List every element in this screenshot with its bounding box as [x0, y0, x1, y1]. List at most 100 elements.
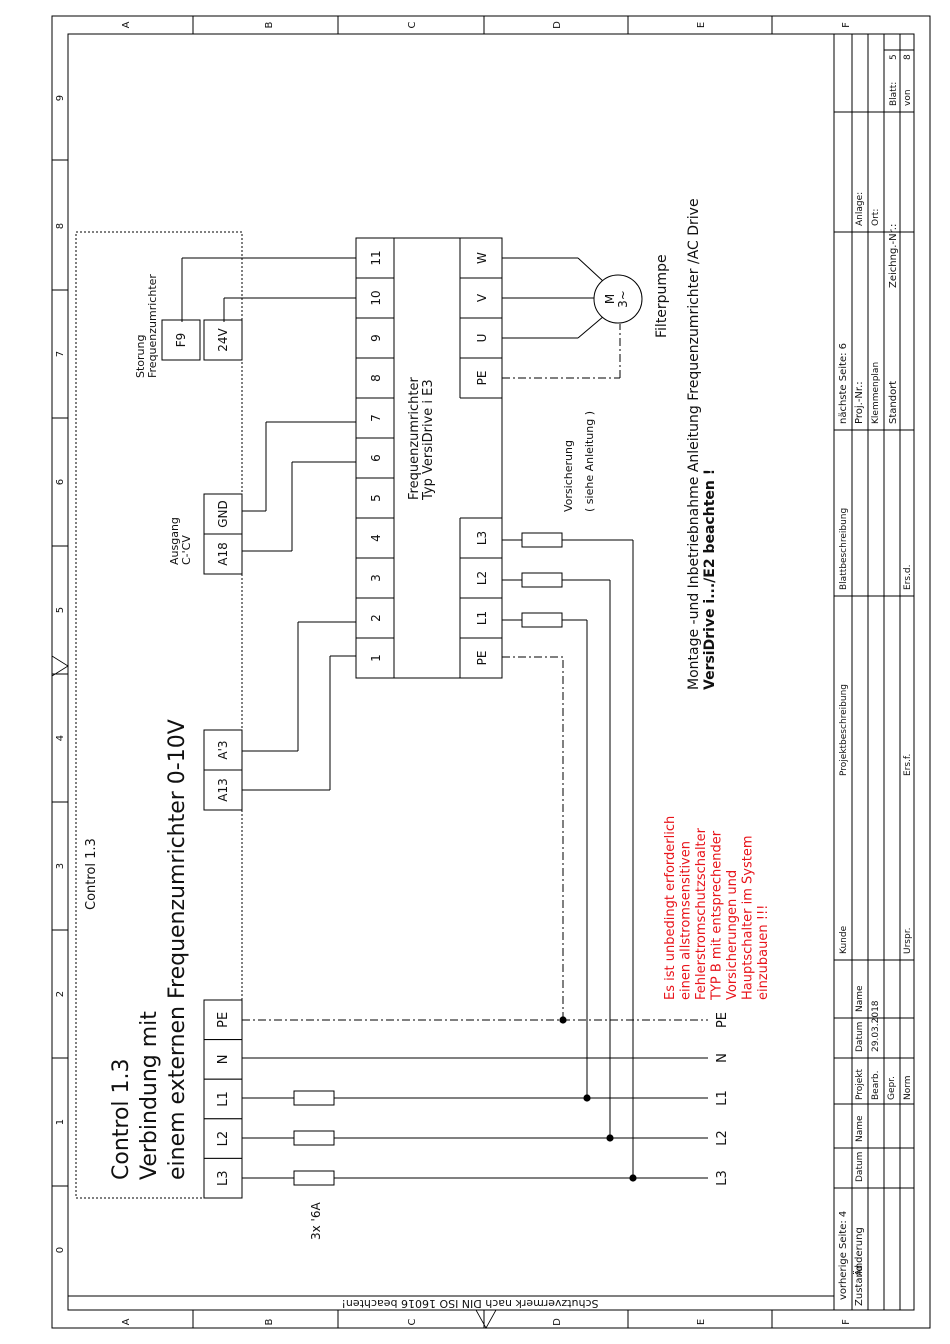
- title-block-field: nächste Seite: 6: [838, 343, 849, 424]
- title-block-field: Name: [855, 985, 865, 1012]
- terminal-label: N: [216, 1055, 231, 1065]
- vorsicherung-note: ( siehe Anleitung ): [583, 411, 596, 512]
- title-block-field: Name: [855, 1115, 865, 1142]
- vorsicherung-label: Vorsicherung: [562, 440, 575, 512]
- terminal-cell: [161, 319, 201, 361]
- warning-line: Es ist unbedingt erforderlich: [663, 816, 678, 1000]
- montage-note-line-2: VersiDrive i.../E2 beachten !: [702, 469, 718, 690]
- title-block-field: Zeichng.-Nr.:: [888, 224, 899, 288]
- analog-wires: [242, 621, 356, 791]
- line-label: L2: [715, 1130, 730, 1146]
- vfd-body: [355, 237, 503, 679]
- row-number: 0: [55, 1247, 66, 1253]
- column-letter: F: [841, 1319, 852, 1325]
- stoerung-sublabel: Frequenzumrichter: [146, 274, 159, 378]
- row-number: 7: [55, 351, 66, 357]
- motor-label-phase: 3~: [616, 290, 630, 308]
- vfd-output-label: V: [475, 293, 489, 302]
- outer-border: [51, 15, 931, 1329]
- warning-line: Hauptschalter im System: [741, 835, 756, 1000]
- title-block-field: Ers.d.: [903, 564, 913, 590]
- diagram-title: Control 1.3 Verbindung mit einem externe…: [109, 719, 190, 1180]
- vfd-terminal-label: 11: [369, 250, 383, 265]
- copyright-notice: Schutzvermerk nach DIN ISO 16016 beachte…: [341, 1297, 598, 1310]
- warning-line: Vorsicherungen und: [725, 870, 740, 1000]
- vfd-terminal-label: 9: [369, 334, 383, 342]
- vfd-input-label: L2: [475, 571, 489, 585]
- column-letter: B: [264, 21, 275, 28]
- column-letter: F: [841, 22, 852, 28]
- column-letter: E: [696, 22, 707, 28]
- filterpumpe-label: Filterpumpe: [654, 254, 670, 338]
- title-block-field: Ers.f.: [903, 754, 913, 776]
- terminal-label: L2: [216, 1131, 231, 1147]
- title-block-field: Zustand: [854, 1265, 865, 1306]
- fuses-16a: [293, 1090, 335, 1186]
- vfd-output-label: W: [475, 252, 489, 264]
- motor-symbol: [593, 274, 643, 324]
- column-letter: C: [407, 1318, 418, 1325]
- ausgang-label: Ausgang: [168, 517, 181, 565]
- title-block-field: Standort: [888, 381, 899, 424]
- terminal-label: A18: [216, 542, 230, 565]
- warning-line: einen allstromsensitiven: [679, 841, 694, 1000]
- line-label: L3: [715, 1170, 730, 1186]
- warning-line: einzubauen !!!: [756, 905, 771, 1000]
- title-block-field: Anlage:: [855, 192, 865, 226]
- column-letter: D: [552, 1318, 563, 1326]
- title-block-field: Bearb.: [871, 1070, 881, 1100]
- output-wires: [242, 421, 356, 552]
- title-block-field: Projektbeschreibung: [839, 684, 849, 776]
- terminal-cell: [203, 729, 243, 771]
- vfd-terminal-label: 4: [369, 534, 383, 542]
- terminal-label: A'3: [216, 740, 230, 759]
- title-block-field: 5: [889, 54, 899, 60]
- line-labels: L3 L2 L1 N PE: [715, 1012, 730, 1186]
- fuse-rating-label: 3x '6A: [309, 1202, 323, 1240]
- column-letter: A: [121, 1318, 132, 1325]
- title-block-field: Kunde: [839, 925, 849, 954]
- vfd-terminal-label: 2: [369, 614, 383, 622]
- inner-border: [67, 33, 915, 1311]
- title-block-field: Norm: [903, 1075, 913, 1100]
- title-block-field: Projekt: [855, 1068, 865, 1100]
- title-block: [833, 34, 914, 1310]
- title-block-field: von: [903, 89, 913, 106]
- vfd-output-label: U: [475, 334, 489, 343]
- vfd-terminal-label: 1: [369, 654, 383, 662]
- title-block-field: Gepr.: [887, 1076, 897, 1100]
- row-number: 1: [55, 1119, 66, 1125]
- line-label: PE: [715, 1012, 730, 1028]
- controller-output-terminals: GND A18: [203, 493, 243, 575]
- line-label: N: [715, 1053, 730, 1063]
- vfd-terminal-label: 3: [369, 574, 383, 582]
- motor-label-m: M: [603, 294, 617, 304]
- terminal-label: 24V: [216, 327, 230, 351]
- terminal-cell: [203, 999, 243, 1041]
- title-block-field: Klemmenplan: [871, 362, 881, 424]
- title-block-field: Datum: [855, 1022, 865, 1052]
- row-number: 5: [55, 607, 66, 613]
- vfd-input-label: L1: [475, 611, 489, 625]
- column-letter: E: [696, 1319, 707, 1325]
- vfd-input-label: L3: [475, 531, 489, 545]
- vfd-type-label: Typ VersiDrive i E3: [421, 379, 436, 501]
- vorsicherung-fuses: [502, 532, 633, 658]
- column-letter: C: [407, 21, 418, 28]
- vfd-output-label: PE: [475, 371, 489, 386]
- row-number: 4: [55, 735, 66, 741]
- terminal-label: GND: [216, 500, 230, 528]
- column-letter: A: [121, 21, 132, 28]
- title-block-field: Urspr.: [903, 928, 913, 954]
- column-letter: D: [552, 21, 563, 29]
- line-label: L1: [715, 1090, 730, 1106]
- vfd-terminal-label: 6: [369, 454, 383, 462]
- ausgang-sublabel: C-'CV: [180, 535, 193, 565]
- motor-wires: [502, 257, 621, 379]
